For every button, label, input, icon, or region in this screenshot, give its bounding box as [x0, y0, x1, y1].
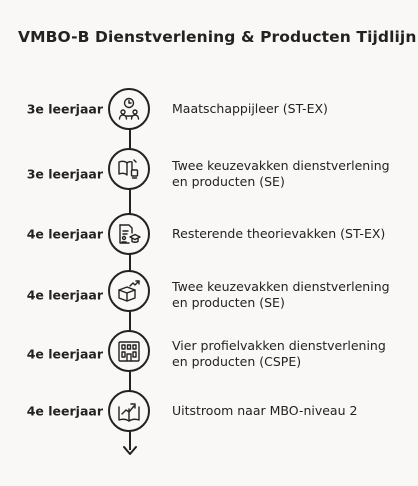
book-growth-icon	[108, 390, 150, 432]
step-description: Twee keuzevakken dienstverlening en prod…	[172, 279, 390, 310]
building-icon	[108, 330, 150, 372]
teacher-clock-icon	[108, 88, 150, 130]
timeline-step-1: 3e leerjaar Maatschappijleer (ST-EX)	[0, 88, 418, 140]
step-description: Vier profielvakken dienstverlening en pr…	[172, 338, 386, 369]
step-year: 4e leerjaar	[26, 346, 103, 362]
step-description: Twee keuzevakken dienstverlening en prod…	[172, 158, 390, 189]
timeline-step-6: 4e leerjaar Uitstroom naar MBO-niveau 2	[0, 390, 418, 442]
timeline-step-5: 4e leerjaar Vier profielvakken dienstver…	[0, 330, 418, 382]
step-year: 4e leerjaar	[26, 403, 103, 419]
step-description: Maatschappijleer (ST-EX)	[172, 101, 328, 116]
step-description: Uitstroom naar MBO-niveau 2	[172, 403, 358, 418]
diagram-title: VMBO-B Dienstverlening & Producten Tijdl…	[18, 28, 417, 46]
timeline-step-4: 4e leerjaar Twee keuzevakken dienstverle…	[0, 270, 418, 322]
step-year: 3e leerjaar	[26, 166, 103, 182]
step-description: Resterende theorievakken (ST-EX)	[172, 226, 386, 241]
step-year: 4e leerjaar	[26, 287, 103, 303]
timeline-arrow-icon	[123, 446, 137, 455]
step-year: 4e leerjaar	[26, 226, 103, 242]
step-year: 3e leerjaar	[26, 101, 103, 117]
timeline-step-3: 4e leerjaar Resterende theorievakken (ST…	[0, 213, 418, 265]
document-graduation-icon	[108, 213, 150, 255]
box-chart-icon	[108, 270, 150, 312]
timeline-step-2: 3e leerjaar Twee keuzevakken dienstverle…	[0, 148, 418, 200]
open-book-icon	[108, 148, 150, 190]
